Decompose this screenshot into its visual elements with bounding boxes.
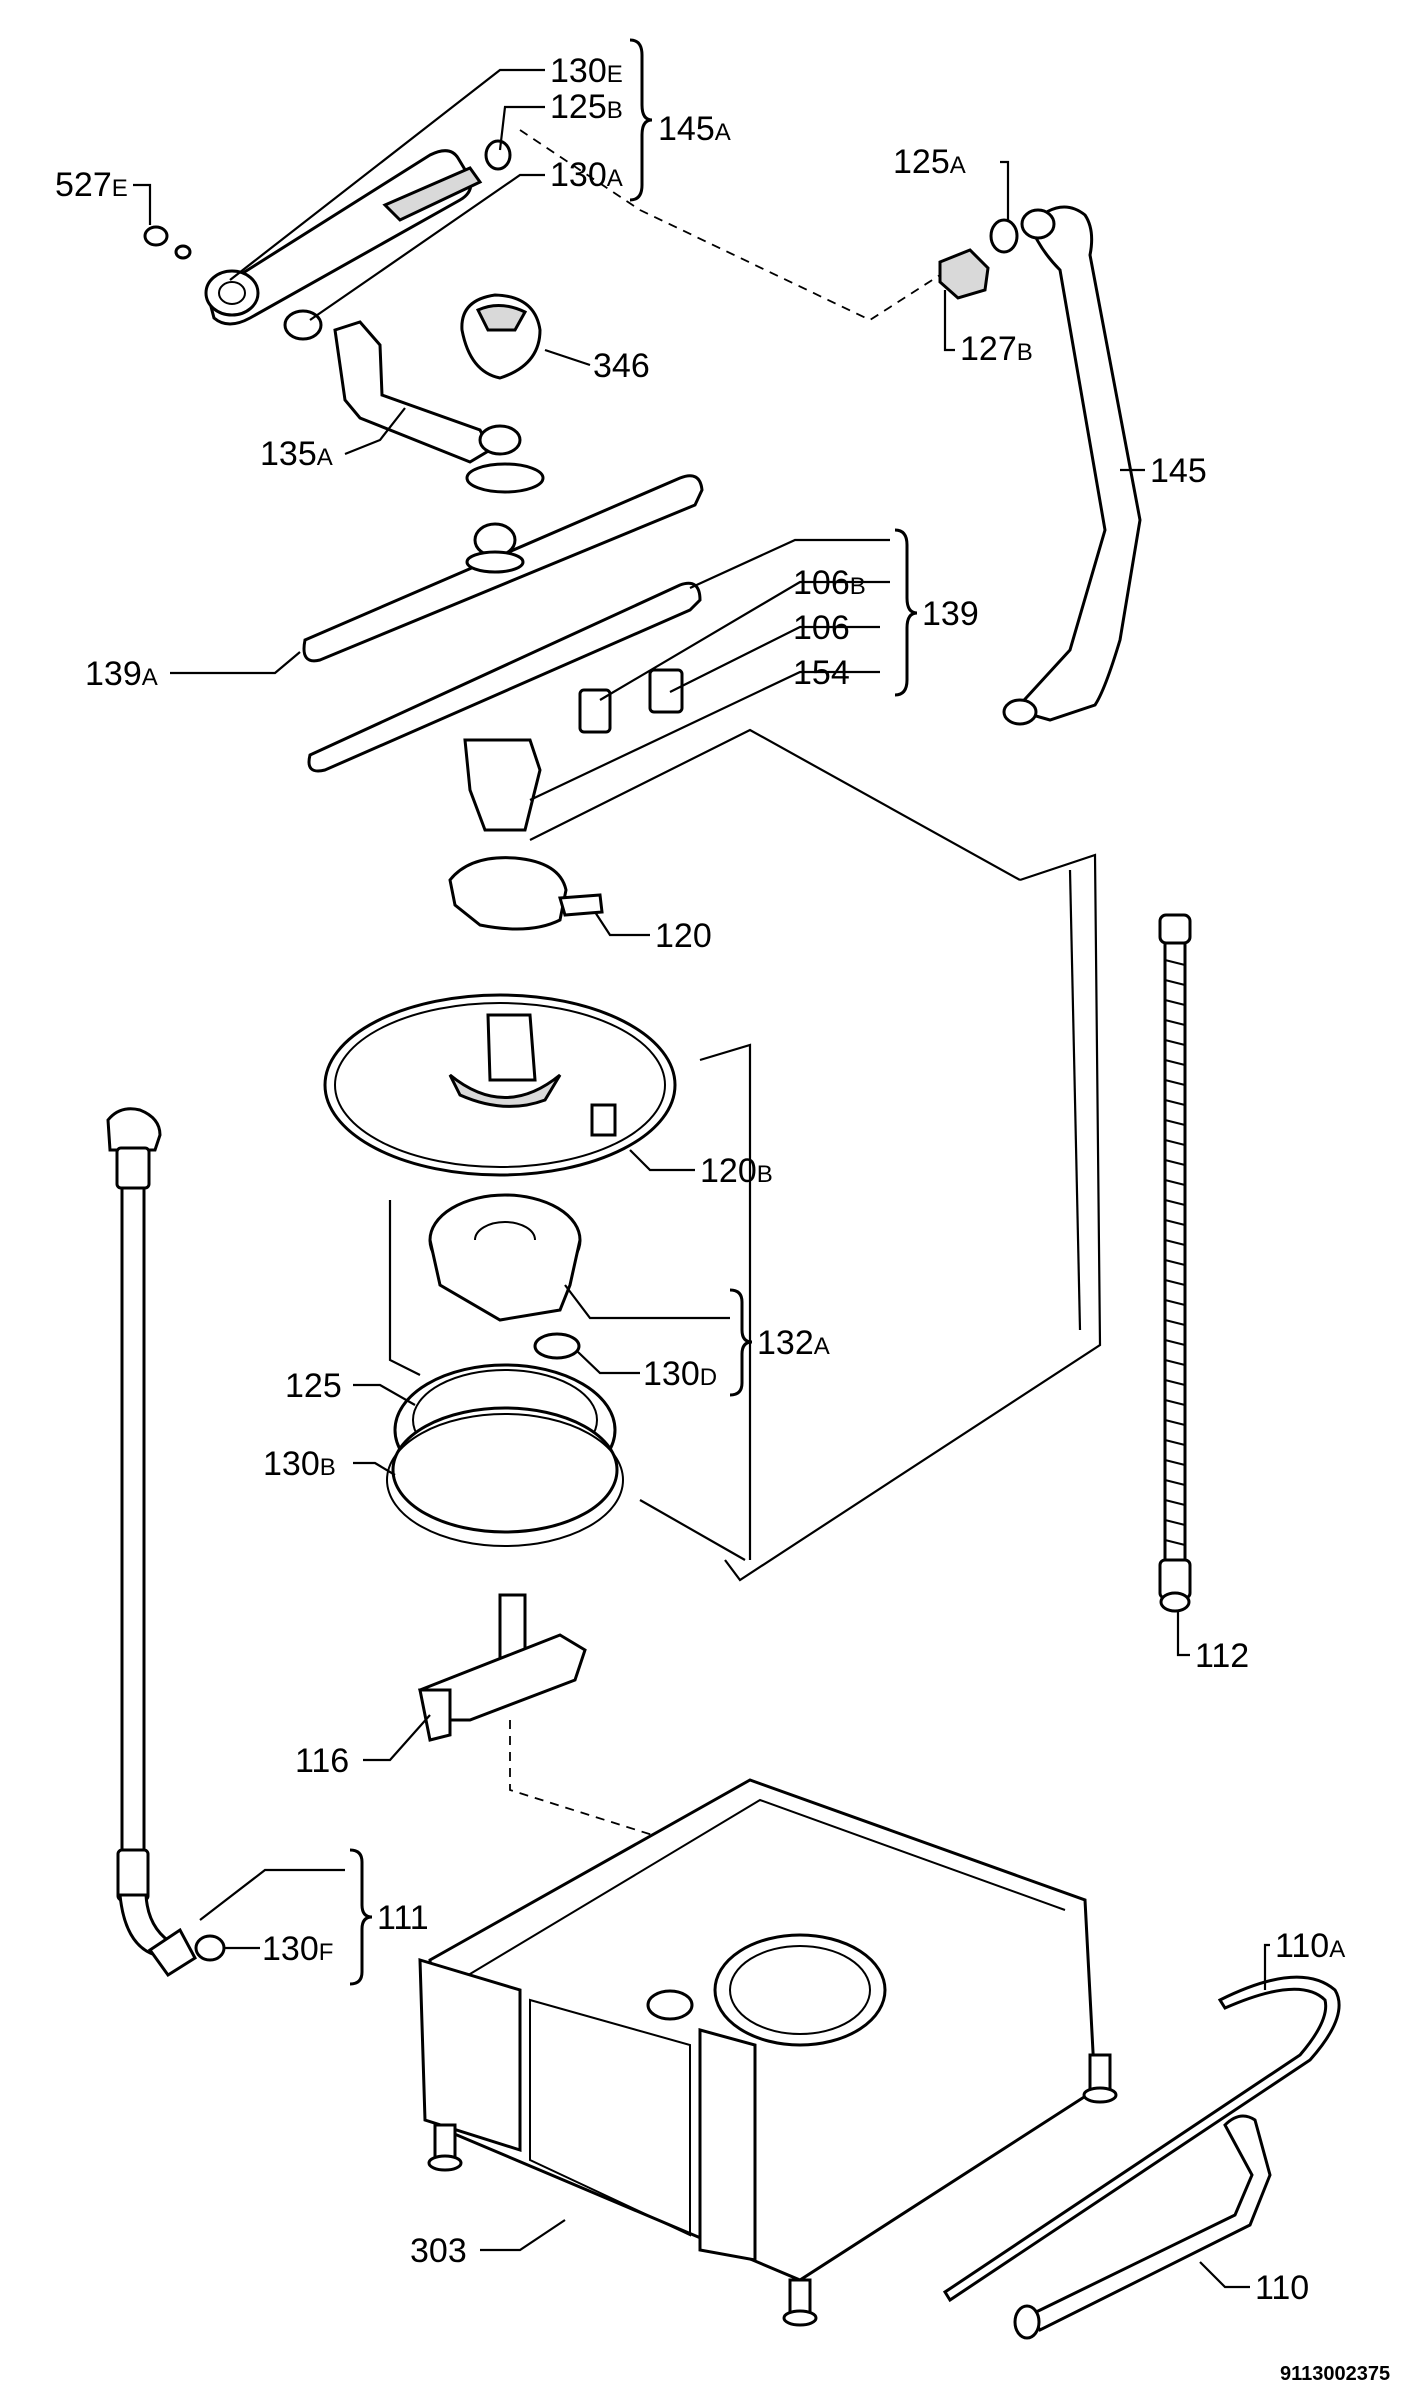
label-527e: 527E: [55, 166, 128, 204]
label-130b: 130B: [263, 1445, 336, 1483]
label-145a: 145A: [658, 110, 731, 148]
base-frame-part: [418, 1778, 1118, 2327]
pump-housing-part: [428, 1193, 582, 1360]
seal-ring-part: [386, 1363, 624, 1547]
label-346: 346: [593, 347, 650, 385]
label-120: 120: [655, 917, 712, 955]
label-116: 116: [295, 1742, 349, 1780]
inlet-hose-part: [1158, 913, 1192, 1613]
label-106: 106: [793, 609, 850, 647]
hub-and-bracket-part: [333, 293, 545, 494]
part-labels: 130E 125B 130A 145A 527E 125A 127B 346 1…: [55, 52, 1390, 2385]
label-130e: 130E: [550, 52, 623, 90]
label-145: 145: [1150, 452, 1207, 490]
label-125b: 125B: [550, 88, 623, 126]
label-125a: 125A: [893, 143, 966, 181]
drain-hose-right-part: [942, 1975, 1341, 2340]
leader-lines: [133, 68, 1270, 2289]
diverter-part: [418, 1593, 587, 1742]
label-120b: 120B: [700, 1152, 773, 1190]
label-110: 110: [1255, 2269, 1309, 2307]
label-127b: 127B: [960, 330, 1033, 368]
drawing-code: 9113002375: [1280, 2363, 1390, 2385]
group-braces: [349, 38, 918, 1986]
label-130a: 130A: [550, 156, 623, 194]
label-111: 111: [377, 1899, 429, 1937]
drain-hose-left-part: [106, 1107, 226, 1978]
label-130d: 130D: [643, 1355, 717, 1393]
label-125: 125: [285, 1367, 342, 1405]
label-112: 112: [1195, 1637, 1249, 1675]
label-106b: 106B: [793, 564, 866, 602]
filter-cup-part: [448, 856, 604, 931]
label-154: 154: [793, 654, 850, 692]
lower-spray-arm-part: [302, 474, 704, 832]
filter-plate-part: [323, 993, 677, 1177]
label-303: 303: [410, 2232, 467, 2270]
tub-outline: [388, 728, 1102, 1582]
upper-spray-arm-part: [143, 139, 512, 341]
label-130f: 130F: [262, 1930, 333, 1968]
label-139a: 139A: [85, 655, 158, 693]
label-132a: 132A: [757, 1324, 830, 1362]
label-135a: 135A: [260, 435, 333, 473]
label-110a: 110A: [1275, 1927, 1345, 1965]
feed-pipe-part: [938, 205, 1142, 726]
label-139: 139: [922, 595, 979, 633]
